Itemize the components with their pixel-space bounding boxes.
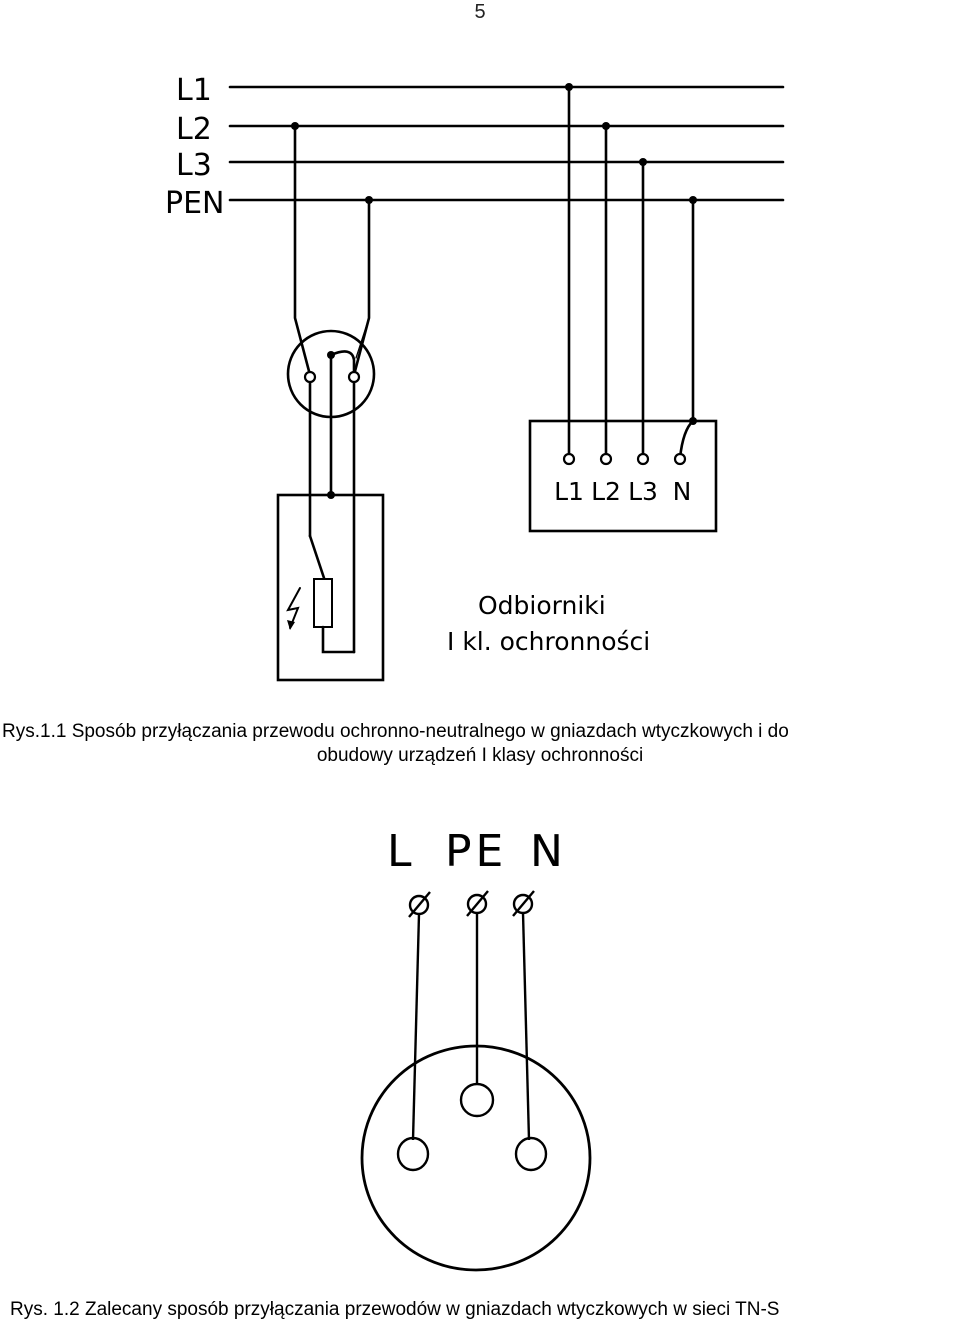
- socket-phase-wire: [293, 124, 312, 377]
- bus-label-pen: PEN: [165, 186, 225, 221]
- fig2-label-l: L: [387, 826, 416, 877]
- fault-arrow-icon: [286, 587, 301, 629]
- fig2-label-n: N: [530, 826, 567, 877]
- socket-pen-bridge: [329, 350, 356, 377]
- receivers-note-line1: Odbiorniki: [478, 591, 606, 620]
- receiver-label-l3: L3: [628, 477, 658, 506]
- fig2-wire-n: [521, 912, 531, 1141]
- fig2-socket-face: [360, 1044, 592, 1272]
- page-number: 5: [474, 1, 486, 23]
- switch-contact: [308, 534, 326, 580]
- fig2-wire-l: [411, 913, 421, 1141]
- fig2-pin-n: [514, 1136, 548, 1172]
- socket-terminal-n: [347, 370, 361, 384]
- heater-return: [321, 625, 356, 654]
- figure-1-caption-line2: obudowy urządzeń I klasy ochronności: [316, 745, 644, 766]
- receiver-enclosure: [528, 419, 718, 533]
- receiver-pen-bridge: [678, 419, 695, 460]
- fig2-label-pe: PE: [445, 826, 507, 877]
- receivers-note-line2: I kl. ochronności: [447, 627, 650, 656]
- bus-label-l1: L1: [176, 73, 212, 108]
- fig2-pin-pe: [459, 1082, 495, 1118]
- figure-1-caption-line1: Rys.1.1 Sposób przyłączania przewodu och…: [2, 721, 789, 742]
- receiver-label-n: N: [673, 477, 692, 506]
- receiver-label-l1: L1: [554, 477, 584, 506]
- heater-element: [313, 578, 333, 628]
- bus-label-l3: L3: [176, 148, 212, 183]
- socket-terminal-l: [303, 370, 317, 384]
- fig2-pin-l: [396, 1136, 430, 1172]
- bus-label-l2: L2: [176, 112, 212, 147]
- figure-2-caption: Rys. 1.2 Zalecany sposób przyłączania pr…: [10, 1299, 780, 1320]
- figure-1-caption: Rys.1.1 Sposób przyłączania przewodu och…: [0, 720, 960, 768]
- receiver-label-l2: L2: [591, 477, 621, 506]
